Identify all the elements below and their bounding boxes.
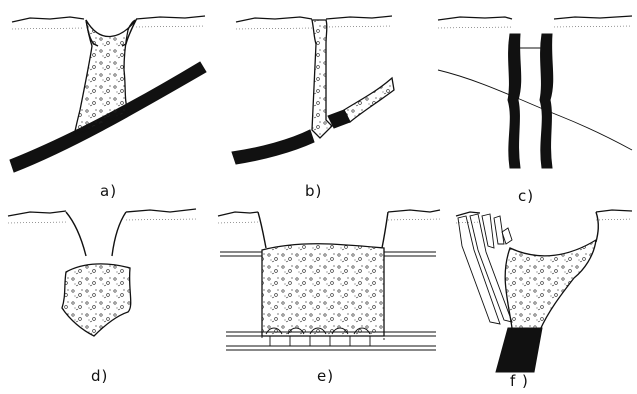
panel-b-sketch <box>232 16 394 164</box>
panel-d-sketch <box>8 209 196 336</box>
panel-b-label: b) <box>305 182 322 200</box>
panel-c-label: c) <box>518 187 534 205</box>
panel-f-sketch <box>456 210 632 372</box>
panel-c-sketch <box>438 16 632 168</box>
panel-e-sketch <box>218 210 440 350</box>
panel-f-label: f ) <box>510 372 529 390</box>
panel-a-label: a) <box>100 182 117 200</box>
panel-a-sketch <box>10 16 206 172</box>
panel-e-label: e) <box>317 367 334 385</box>
panel-d-label: d) <box>91 367 108 385</box>
